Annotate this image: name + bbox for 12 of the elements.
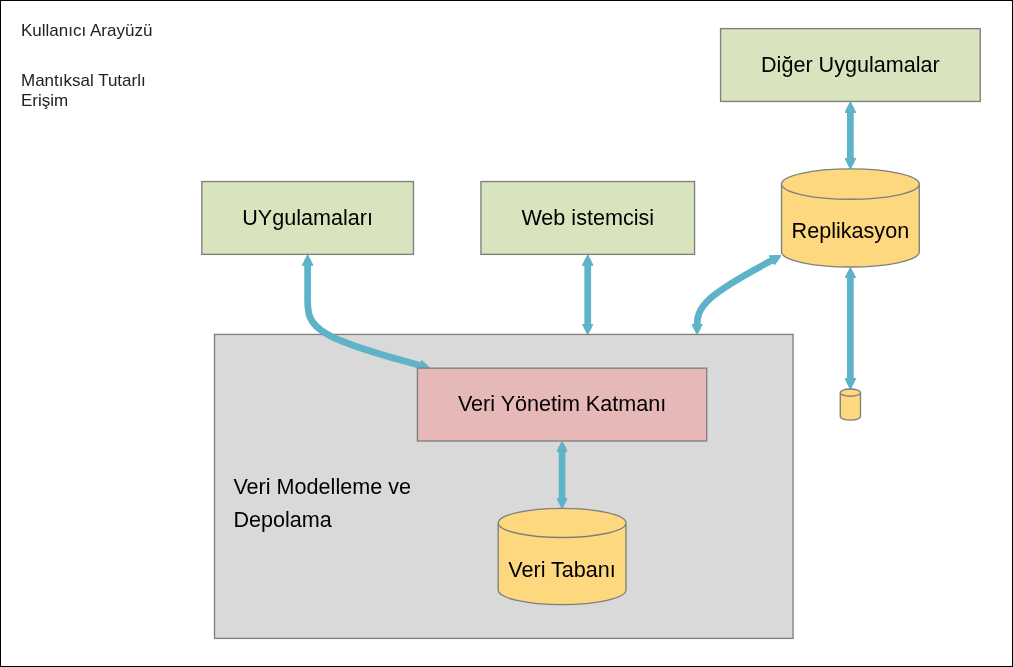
arrow [556,441,568,509]
arrow [581,254,594,335]
node-box: UYgulamaları [201,180,415,256]
note-text: Kullanıcı Arayüzü [21,21,154,41]
arrow [844,267,857,390]
note-text: Mantıksal Tutarlı Erişim [21,71,147,111]
node-box: Diğer Uygulamalar [719,27,981,103]
arrow [844,101,857,170]
node-box: Web istemcisi [480,180,696,256]
node-cylinder [839,388,862,421]
node-box: Veri Yönetim Katmanı [416,367,708,442]
arrow [691,254,782,335]
